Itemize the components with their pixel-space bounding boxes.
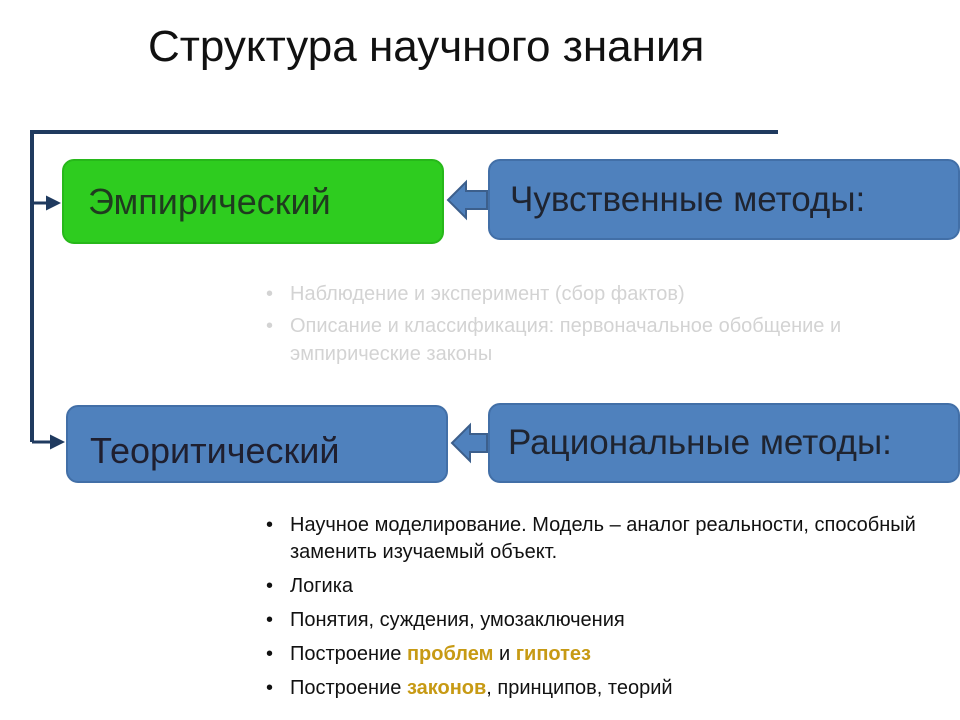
rational-methods-box: Рациональные методы: (488, 403, 960, 483)
highlight-problems: проблем (406, 643, 494, 665)
block-arrow-rational (450, 422, 488, 464)
sensory-methods-box: Чувственные методы: (488, 159, 960, 240)
list-item: • Построение законов, принципов, теорий (264, 675, 954, 702)
list-item-text: Построение проблем и гипотез (290, 643, 591, 665)
theoretical-box: Теоритический (66, 405, 448, 483)
empirical-box: Эмпирический (62, 159, 444, 244)
list-item: • Логика (264, 573, 954, 600)
theoretical-label: Теоритический (90, 430, 340, 471)
rational-methods-list: • Научное моделирование. Модель – аналог… (264, 512, 954, 709)
rational-methods-label: Рациональные методы: (508, 423, 892, 462)
bullet-icon: • (266, 677, 274, 699)
bullet-icon: • (266, 514, 274, 536)
bullet-icon: • (266, 575, 274, 597)
text-fragment: и (493, 643, 516, 665)
text-fragment: Построение (290, 677, 407, 699)
block-arrow-sensory (446, 179, 488, 221)
bullet-icon: • (266, 643, 274, 665)
list-item-text: Понятия, суждения, умозаключения (290, 609, 625, 631)
text-fragment: Построение (290, 643, 407, 665)
bullet-icon: • (266, 609, 274, 631)
highlight-laws: законов (406, 677, 487, 699)
list-item-text: Описание и классификация: первоначальное… (290, 315, 842, 365)
list-item: • Построение проблем и гипотез (264, 641, 954, 668)
sensory-methods-label: Чувственные методы: (510, 179, 866, 219)
page-title: Структура научного знания (148, 22, 705, 71)
bullet-icon: • (266, 315, 274, 337)
empirical-label: Эмпирический (88, 180, 331, 222)
bullet-icon: • (266, 283, 274, 305)
list-item-text: Наблюдение и эксперимент (сбор фактов) (290, 283, 685, 305)
bracket-line (30, 130, 778, 442)
list-item: • Научное моделирование. Модель – аналог… (264, 512, 954, 566)
list-item: • Понятия, суждения, умозаключения (264, 607, 954, 634)
list-item: • Описание и классификация: первоначальн… (264, 312, 954, 368)
list-item-text: Построение законов, принципов, теорий (290, 677, 673, 699)
list-item: • Наблюдение и эксперимент (сбор фактов) (264, 280, 954, 308)
text-fragment: , принципов, теорий (486, 677, 673, 699)
empirical-methods-list: • Наблюдение и эксперимент (сбор фактов)… (264, 280, 954, 372)
list-item-text: Научное моделирование. Модель – аналог р… (290, 514, 916, 563)
list-item-text: Логика (290, 575, 354, 597)
highlight-hypotheses: гипотез (515, 643, 591, 665)
